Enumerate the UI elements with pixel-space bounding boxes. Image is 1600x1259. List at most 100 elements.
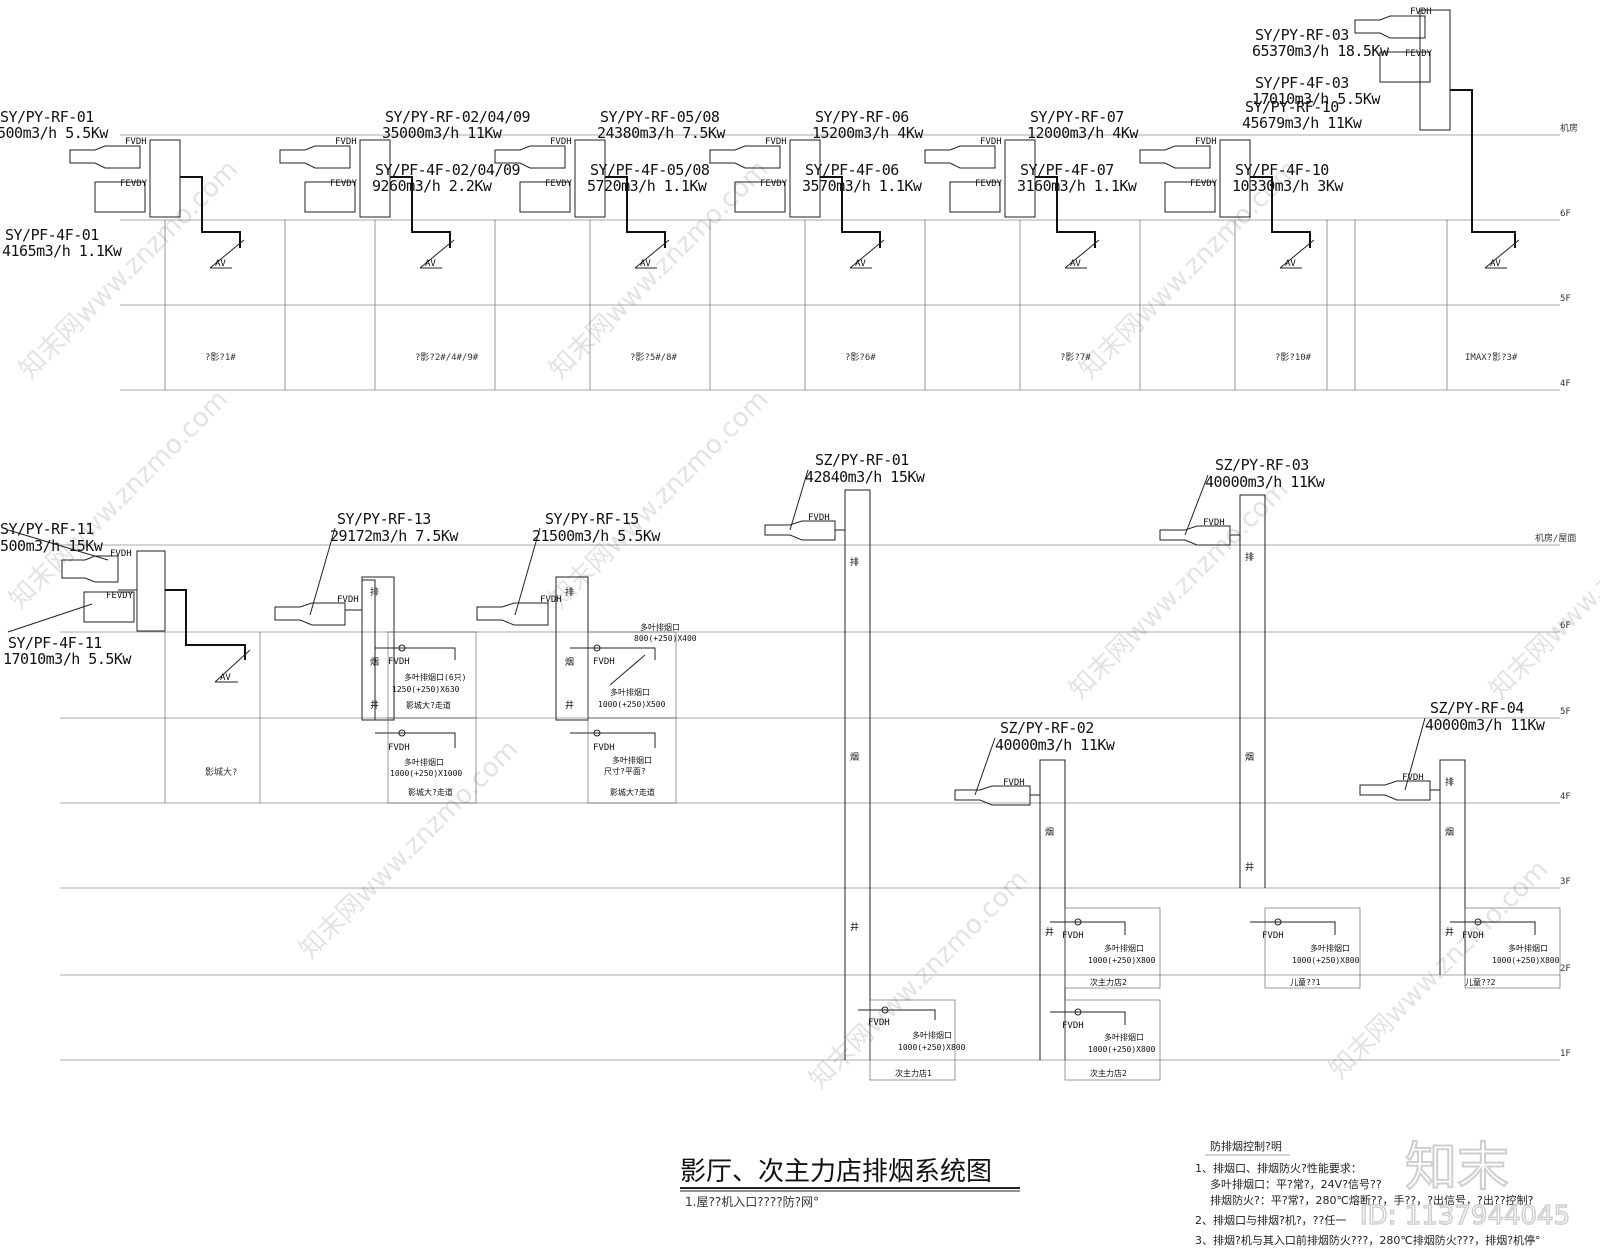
fan-label: SZ/PY-RF-01 <box>815 451 909 469</box>
exhaust-fan-spec: 4165m3/h 1.1Kw <box>2 242 123 260</box>
room-lower: 影城大?走道 <box>610 787 655 797</box>
shaft-char-1: 排 <box>1445 776 1454 788</box>
exhaust-fan-label: SY/PF-4F-10 <box>1235 161 1329 179</box>
shaft-char-3: 井 <box>850 921 859 933</box>
system-sz-py-rf-03: SZ/PY-RF-03 40000m3/h 11Kw FVDH 排 烟 井 FV… <box>1159 456 1361 989</box>
av-label: AV <box>640 259 651 269</box>
exhaust-fan-spec: 5720m3/h 1.1Kw <box>587 177 708 195</box>
shaft-char-3: 井 <box>370 699 379 711</box>
shaft-char-3: 井 <box>565 699 574 711</box>
room-label: ?影?5#/8# <box>630 352 678 363</box>
watermark-id: ID: 1137944045 <box>1360 1201 1570 1231</box>
notes-line-2: 多叶排烟口：平?常?，24V?信号?? <box>1210 1177 1382 1191</box>
exhaust-duct <box>1450 89 1516 248</box>
fan-spec: 24380m3/h 7.5Kw <box>597 124 726 142</box>
watermark-text: 知末网www.znzmo.com <box>1324 854 1555 1085</box>
outlet: 多叶排烟口 <box>1508 943 1548 953</box>
exhaust-unit <box>734 181 786 213</box>
exhaust-fan-label: SY/PF-4F-07 <box>1020 161 1114 179</box>
system-sy-py-rf-13: SY/PY-RF-13 29172m3/h 7.5Kw FVDH 排 烟 井 F… <box>274 510 477 804</box>
outlet-b: 多叶排烟口 <box>1104 1032 1144 1042</box>
av-label: AV <box>855 259 866 269</box>
outlet-upper: 多叶排烟口 <box>610 687 650 697</box>
shaft-char-1: 排 <box>850 556 859 568</box>
room-label: ?影?6# <box>845 352 876 363</box>
outlet-upper-size: 1000(+250)X500 <box>598 700 666 709</box>
fan-label: SY/PY-RF-06 <box>815 108 909 126</box>
fan-spec: 500m3/h 5.5Kw <box>0 124 109 142</box>
plenum-box <box>359 139 391 218</box>
floor-label-3f-bottom: 3F <box>1560 877 1571 887</box>
fan-spec: 12000m3/h 4Kw <box>1027 124 1139 142</box>
av-label: AV <box>220 673 231 683</box>
fvdh-label-store: FVDH <box>868 1018 890 1028</box>
exhaust-fan-label: SY/PF-4F-03 <box>1255 74 1349 92</box>
fan-spec: 21500m3/h 5.5Kw <box>532 527 661 545</box>
exhaust-fan-label: SY/PF-4F-05/08 <box>590 161 710 179</box>
shaft-char-2: 烟 <box>1445 826 1454 838</box>
smoke-fan <box>69 145 141 169</box>
fvdh-label: FVDH <box>337 595 359 605</box>
shaft-char-2: 烟 <box>370 656 379 668</box>
exhaust-duct <box>605 176 666 248</box>
system-sy-py-rf-15: SY/PY-RF-15 21500m3/h 5.5Kw FVDH 排 烟 井 多… <box>476 510 697 804</box>
room-label: 次主力店2 <box>1090 977 1127 987</box>
fan-label: SY/PY-RF-15 <box>545 510 639 528</box>
fvdh-label-upper: FVDH <box>388 657 410 667</box>
fan-label: SZ/PY-RF-03 <box>1215 456 1309 474</box>
fan-label: SY/PY-RF-13 <box>337 510 431 528</box>
fan-spec: 15200m3/h 4Kw <box>812 124 924 142</box>
outlet-lower: 多叶排烟口 <box>612 755 652 765</box>
fan-label: SY/PY-RF-03 <box>1255 26 1349 44</box>
plenum-box <box>1004 139 1036 218</box>
exhaust-duct <box>820 176 881 248</box>
outlet-lower-size: 1000(+250)X1000 <box>390 769 462 778</box>
fevdy-label: FEVDY <box>975 179 1003 189</box>
system-sy-py-rf-11: SY/PY-RF-11 500m3/h 15Kw FVDH FEVDY AV S… <box>0 520 261 803</box>
room-label: ?影?2#/4#/9# <box>415 352 479 363</box>
fan-spec: 40000m3/h 11Kw <box>1425 716 1546 734</box>
outlet-upper: 多叶排烟口(6只) <box>404 672 466 682</box>
fan-spec: 65370m3/h 18.5Kw <box>1252 42 1390 60</box>
exhaust-unit <box>519 181 571 213</box>
room-label: 次主力店1 <box>895 1068 932 1078</box>
fvdh-label-upper: FVDH <box>593 657 615 667</box>
fvdh-label: FVDH <box>110 549 132 559</box>
room-label: 儿童??1 <box>1290 977 1321 987</box>
notes-line-1: 1、排烟口、排烟防火?性能要求： <box>1195 1161 1362 1175</box>
fvdh-label: FVDH <box>980 137 1002 147</box>
drawing-subtitle: 1.屋??机入口????防?网° <box>685 1194 819 1209</box>
outlet: 多叶排烟口 <box>1104 943 1144 953</box>
title-block: 影厅、次主力店排烟系统图 1.屋??机入口????防?网° <box>680 1157 1020 1209</box>
shaft-char-1: 排 <box>370 586 379 598</box>
exhaust-fan-label: SY/PF-4F-01 <box>5 226 99 244</box>
watermark-text: 知末网www.znzmo.com <box>804 864 1035 1095</box>
system-sz-py-rf-04: SZ/PY-RF-04 40000m3/h 11Kw FVDH 排 烟 井 FV… <box>1359 699 1561 989</box>
exhaust-fan-spec: 3160m3/h 1.1Kw <box>1017 177 1138 195</box>
exhaust-duct <box>1250 176 1311 248</box>
fevdy-label: FEVDY <box>1190 179 1218 189</box>
watermark-logo: 知末 <box>1405 1138 1509 1198</box>
outlet-size-b: 1000(+250)X800 <box>1088 1045 1156 1054</box>
smoke-fan <box>279 145 351 169</box>
outlet-lower-size: 尺寸?平面? <box>604 766 646 776</box>
fan-label: SY/PY-RF-02/04/09 <box>385 108 530 126</box>
fevdy-label: FEVDY <box>760 179 788 189</box>
fvdh-label-store: FVDH <box>1462 931 1484 941</box>
fan-spec: 40000m3/h 11Kw <box>1205 473 1326 491</box>
room-label: IMAX?影?3# <box>1465 352 1518 363</box>
notes-line-3: 排烟防火?：平?常?，280℃熔断??，手??，?出信号，?出??控制? <box>1210 1193 1534 1207</box>
exhaust-fan-label: SY/PF-4F-02/04/09 <box>375 161 520 179</box>
fan-label: SY/PY-RF-07 <box>1030 108 1124 126</box>
fvdh-label-store: FVDH <box>1062 931 1084 941</box>
shaft-char-2: 烟 <box>1245 751 1254 763</box>
plenum-box <box>1219 139 1251 218</box>
floor-label-6f-bottom: 6F <box>1560 621 1571 631</box>
floor-label-roof-bottom: 机房/屋面 <box>1535 532 1576 544</box>
